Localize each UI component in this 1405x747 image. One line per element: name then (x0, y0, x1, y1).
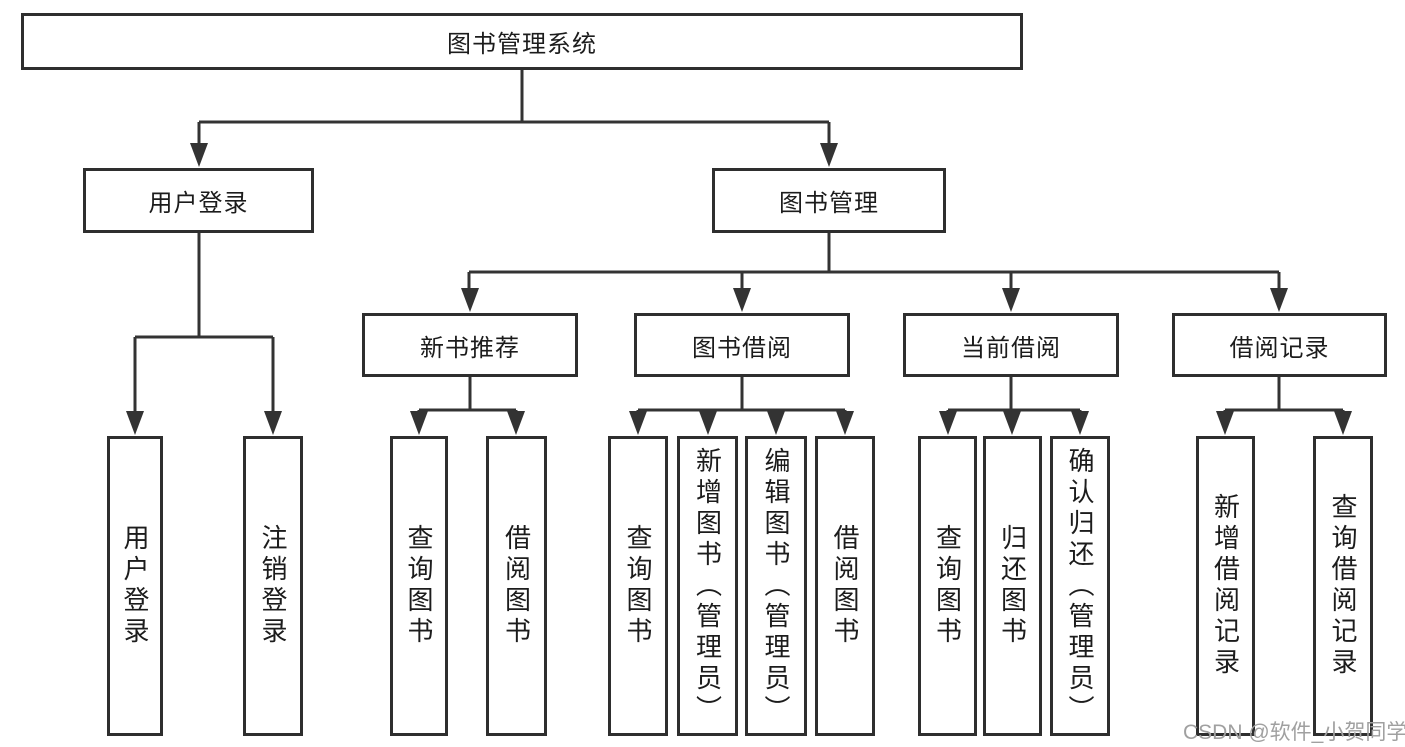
leaf-logout: 注销登录 (243, 436, 303, 736)
csdn-watermark: CSDN @软件_小贺同学 (1183, 721, 1405, 744)
leaf-add-borrow-record: 新增借阅记录 (1196, 436, 1255, 736)
leaf-query-books-recommend: 查询图书 (390, 436, 448, 736)
node-borrowing-records: 借阅记录 (1172, 313, 1387, 377)
leaf-borrow-books: 借阅图书 (815, 436, 875, 736)
leaf-confirm-return-admin: 确认归还（管理员） (1050, 436, 1110, 736)
node-book-management-branch: 图书管理 (712, 168, 946, 233)
arrowhead-icons (126, 143, 1352, 435)
node-library-management-system: 图书管理系统 (21, 13, 1023, 70)
leaf-query-borrow-record: 查询借阅记录 (1313, 436, 1373, 736)
leaf-add-books-admin: 新增图书（管理员） (677, 436, 738, 736)
node-book-borrowing: 图书借阅 (634, 313, 850, 377)
node-user-login-branch: 用户登录 (83, 168, 314, 233)
leaf-query-books-current: 查询图书 (918, 436, 977, 736)
node-new-book-recommendation: 新书推荐 (362, 313, 578, 377)
leaf-borrow-books-recommend: 借阅图书 (486, 436, 547, 736)
leaf-edit-books-admin: 编辑图书（管理员） (745, 436, 807, 736)
leaf-return-books: 归还图书 (983, 436, 1042, 736)
leaf-user-login: 用户登录 (107, 436, 163, 736)
node-current-borrowing: 当前借阅 (903, 313, 1119, 377)
leaf-query-books-borrowing: 查询图书 (608, 436, 668, 736)
